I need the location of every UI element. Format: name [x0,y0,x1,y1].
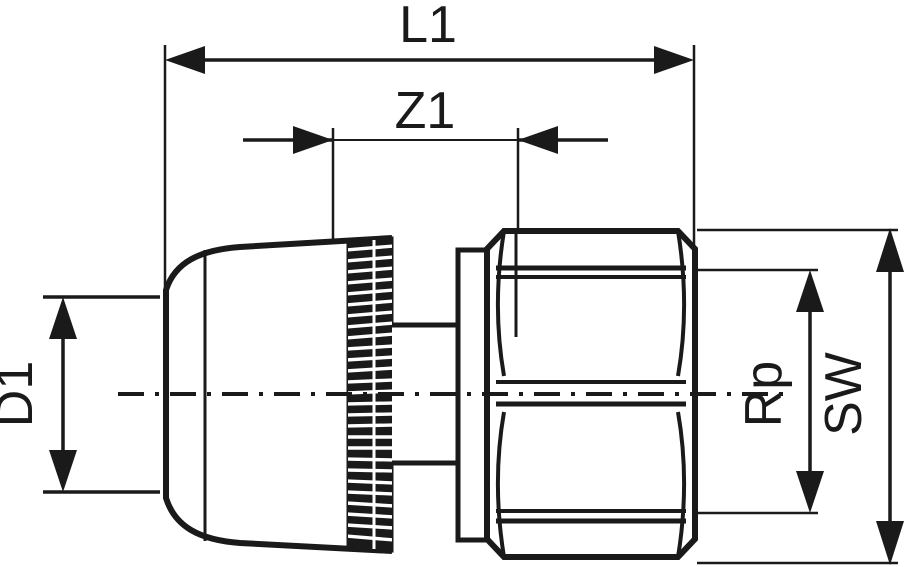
dimension-SW: SW [697,228,904,565]
nut-chamfer-right-upper [676,230,686,377]
dimension-Z1: Z1 [243,82,608,154]
dimension-label-D1: D1 [0,361,44,427]
arrowhead-bottom-D1 [49,450,77,492]
arrowhead-right-Z1 [518,126,558,154]
arrowhead-left-L1 [165,46,205,74]
arrowhead-bottom-SW [876,521,904,565]
nut-chamfer-right-lower [676,411,686,558]
dimension-label-L1: L1 [399,0,457,54]
dimension-D1: D1 [0,295,160,494]
dimension-L1: L1 [165,0,694,74]
arrowhead-left-Z1 [293,126,333,154]
arrowhead-top-D1 [49,297,77,339]
arrowhead-right-L1 [654,46,694,74]
arrowhead-top-SW [876,228,904,272]
arrowhead-bottom-Rp [796,471,824,513]
arrowhead-top-Rp [796,270,824,312]
dimension-label-Z1: Z1 [395,82,456,140]
knurled-grip-ring [346,236,394,553]
knurl-teeth [348,244,392,542]
nut-chamfer-left-lower [496,411,506,558]
nut-chamfer-left-upper [496,230,506,377]
dimension-label-SW: SW [815,352,873,436]
